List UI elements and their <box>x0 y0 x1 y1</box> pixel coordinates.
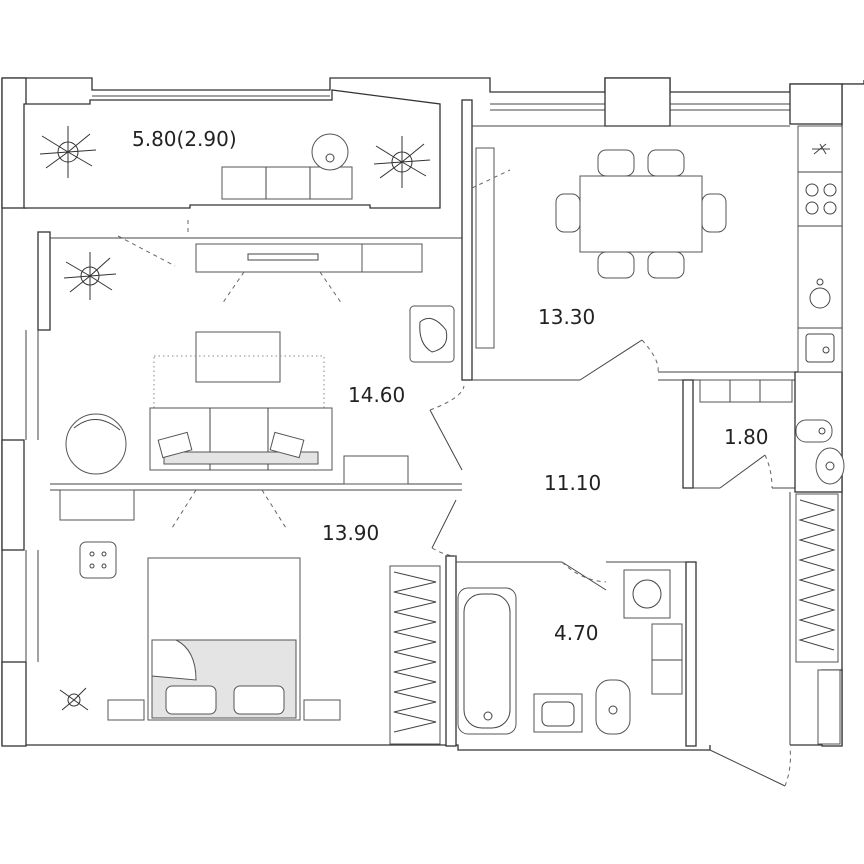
bedroom-wardrobe <box>389 565 441 745</box>
balcony <box>23 89 441 267</box>
chair <box>555 193 581 233</box>
bedroom <box>59 489 441 745</box>
area-label-living: 14.60 <box>348 383 405 407</box>
chair <box>647 251 685 279</box>
chair <box>701 193 727 233</box>
washing-machine <box>623 569 671 619</box>
pet-bed <box>409 305 455 363</box>
kitchen <box>471 125 843 373</box>
kitchen-counter <box>797 125 843 373</box>
dining-table <box>579 175 703 253</box>
chair <box>647 149 685 177</box>
wc-shelf <box>699 379 793 403</box>
bathroom <box>457 569 683 735</box>
armchair <box>65 413 127 475</box>
desk <box>59 489 135 521</box>
stove-icon <box>805 183 837 215</box>
area-labels: 5.80(2.90) 13.30 14.60 11.10 1.80 13.90 … <box>132 127 769 645</box>
chair <box>597 149 635 177</box>
bath-toilet <box>595 679 631 735</box>
sink-icon <box>805 333 835 363</box>
area-label-balcony: 5.80(2.90) <box>132 127 237 151</box>
bathtub <box>457 587 517 735</box>
area-label-bedroom: 13.90 <box>322 521 379 545</box>
area-label-bath: 4.70 <box>554 621 599 645</box>
doors <box>429 339 791 787</box>
bath-cabinet <box>651 623 683 695</box>
balcony-sofa <box>221 166 353 200</box>
toilet-icon <box>795 419 833 443</box>
plant-icon <box>63 252 117 300</box>
kitchen-shelf <box>475 147 495 349</box>
fridge-icon <box>809 278 831 309</box>
side-cabinet <box>343 455 409 485</box>
area-label-wc: 1.80 <box>724 425 769 449</box>
balcony-table <box>311 133 349 171</box>
area-label-hall: 11.10 <box>544 471 601 495</box>
hall-wardrobe <box>795 493 841 745</box>
area-label-kitchen: 13.30 <box>538 305 595 329</box>
plant-icon <box>373 136 431 188</box>
basin-icon <box>815 447 845 485</box>
plant-icon <box>39 126 97 178</box>
coffee-table <box>195 331 281 383</box>
nightlight <box>79 541 117 579</box>
chair <box>597 251 635 279</box>
tv-stand <box>195 243 363 273</box>
wc <box>699 379 845 485</box>
living-room <box>63 243 455 485</box>
plant-icon <box>59 687 89 711</box>
